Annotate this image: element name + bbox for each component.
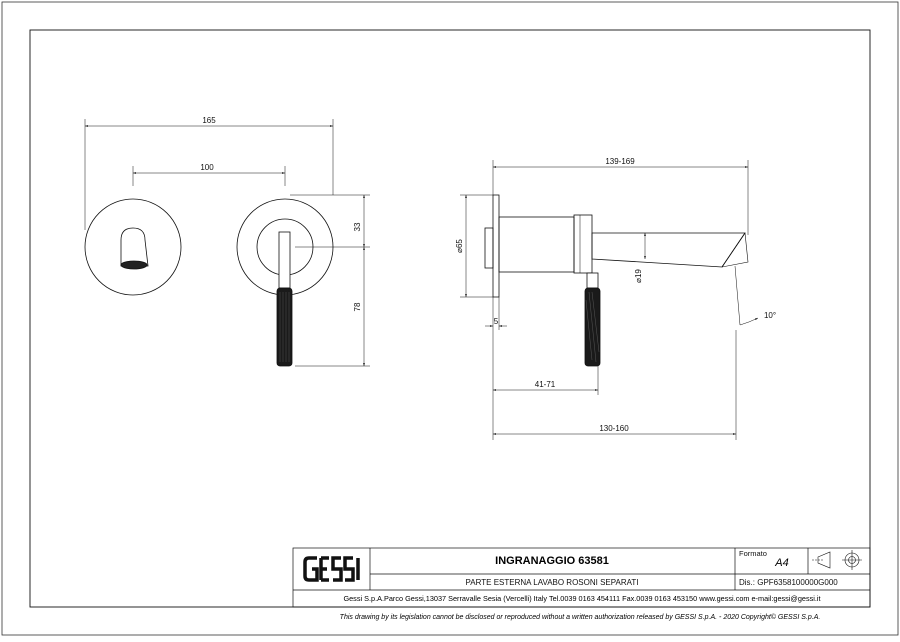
gessi-logo xyxy=(303,556,360,582)
inner-frame xyxy=(29,29,871,608)
dim-spout-angle: 10° xyxy=(764,311,776,320)
handle-lever xyxy=(276,287,293,367)
dim-upper-height: 33 xyxy=(353,222,362,231)
lever-knurling xyxy=(279,292,290,362)
side-view xyxy=(460,160,759,440)
company-address: Gessi S.p.A.Parco Gessi,13037 Serravalle… xyxy=(343,594,820,603)
format-value: A4 xyxy=(774,557,788,569)
valve-cap xyxy=(573,214,593,274)
title-block xyxy=(292,547,871,608)
projection-symbol-icon xyxy=(812,550,862,570)
wall-flange xyxy=(484,227,494,269)
left-rosette xyxy=(84,198,182,296)
dim-center-distance: 100 xyxy=(200,163,214,172)
drawing-subtitle: PARTE ESTERNA LAVABO ROSONI SEPARATI xyxy=(466,578,639,587)
aerator xyxy=(120,260,148,270)
drawing-number: Dis.: GPF6358100000G000 xyxy=(739,578,838,587)
dim-spout-reach: 130-160 xyxy=(599,424,629,433)
valve-body xyxy=(498,216,575,273)
dim-overall-reach: 139-169 xyxy=(605,157,635,166)
copyright-notice: This drawing by its legislation cannot b… xyxy=(340,613,821,621)
side-handle-neck xyxy=(586,272,599,289)
dim-spout-diameter: ⌀19 xyxy=(634,269,643,283)
dim-lower-height: 78 xyxy=(353,302,362,311)
drawing-title: INGRANAGGIO 63581 xyxy=(495,555,609,567)
handle-neck xyxy=(278,231,291,289)
format-label: Formato xyxy=(739,549,767,558)
dim-handle-reach: 41-71 xyxy=(535,380,556,389)
side-rosette xyxy=(492,194,500,298)
dim-width-total: 165 xyxy=(202,116,216,125)
spout-front xyxy=(120,227,149,267)
front-view xyxy=(84,119,370,367)
dim-rosette-diameter: ⌀65 xyxy=(455,239,464,253)
spout-side xyxy=(591,232,746,268)
dim-thickness: 5 xyxy=(494,317,499,326)
spout-tip xyxy=(721,232,749,268)
